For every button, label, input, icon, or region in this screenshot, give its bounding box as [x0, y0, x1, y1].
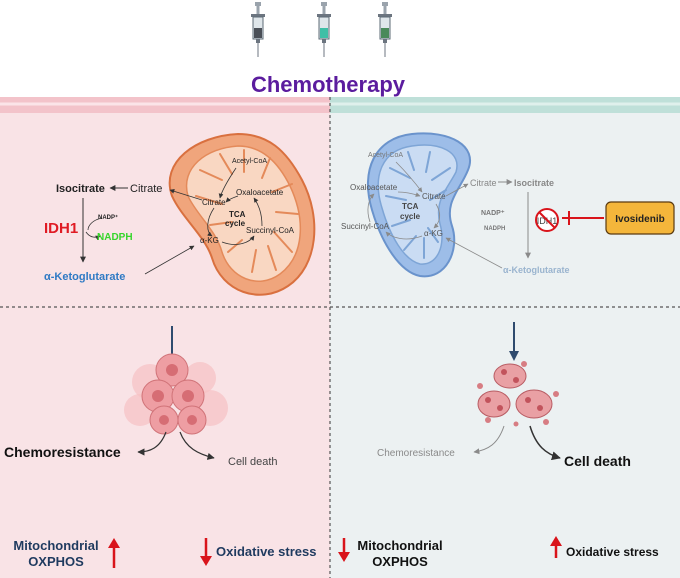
akg-full-label: α-Ketoglutarate: [44, 271, 125, 283]
nadph-label: NADPH: [97, 232, 133, 243]
chemoresistance-label: Chemoresistance: [4, 444, 121, 460]
akg-label: α-KG: [424, 229, 443, 238]
syringe-icon: [317, 2, 331, 57]
nadph-label: NADPH: [484, 226, 505, 232]
idh1-label: IDH1: [44, 220, 78, 237]
mitochondrion-blue: [367, 132, 471, 278]
ivosidenib-box: [605, 201, 675, 235]
cell-death-label: Cell death: [228, 456, 278, 468]
tca-label: TCA: [229, 210, 246, 219]
akg-label: α-KG: [200, 236, 219, 245]
oxphos-label: OXPHOS: [372, 554, 428, 569]
nadp-label: NADP⁺: [98, 214, 118, 221]
ivosidenib-label: Ivosidenib: [615, 214, 664, 225]
title: Chemotherapy: [251, 72, 406, 97]
cell-death-label: Cell death: [564, 453, 631, 469]
nadp-label: NADP⁺: [481, 210, 505, 217]
tca-label: TCA: [402, 202, 419, 211]
oxidative-stress-label: Oxidative stress: [216, 544, 316, 559]
up-arrow-icon: [108, 538, 120, 568]
syringe-icon: [251, 2, 265, 57]
apoptotic-cell-cluster: [477, 361, 559, 427]
oxphos-label: OXPHOS: [28, 554, 84, 569]
oxaloacetate-label: Oxaloacetate: [350, 183, 398, 192]
mitochondrial-label: Mitochondrial: [357, 538, 442, 553]
cycle-label: cycle: [400, 212, 421, 221]
citrate-label: Citrate: [130, 183, 162, 195]
mito-citrate-label: Citrate: [202, 198, 226, 207]
syringe-icon: [378, 2, 392, 57]
tumor-cell-cluster: [124, 353, 228, 435]
down-arrow-icon: [338, 538, 350, 562]
cycle-label: cycle: [225, 219, 246, 228]
oxidative-stress-label: Oxidative stress: [566, 545, 659, 559]
succinyl-coa-label: Succinyl-CoA: [246, 226, 295, 235]
mitochondrial-label: Mitochondrial: [13, 538, 98, 553]
mito-citrate-label: Citrate: [422, 192, 446, 201]
inhibited-idh1: IDH1: [535, 208, 559, 232]
isocitrate-label: Isocitrate: [514, 178, 554, 188]
acetyl-coa-label: Acetyl-CoA: [232, 158, 267, 165]
down-arrow-icon: [200, 538, 212, 566]
citrate-label: Citrate: [470, 178, 497, 188]
up-arrow-icon: [550, 536, 562, 558]
oxaloacetate-label: Oxaloacetate: [236, 188, 284, 197]
acetyl-coa-label: Acetyl-CoA: [368, 152, 403, 159]
akg-full-label: α-Ketoglutarate: [503, 265, 570, 275]
succinyl-coa-label: Succinyl-CoA: [341, 222, 390, 231]
chemoresistance-label: Chemoresistance: [377, 448, 455, 459]
isocitrate-label: Isocitrate: [56, 183, 105, 195]
mitochondrion-orange: [168, 132, 316, 296]
